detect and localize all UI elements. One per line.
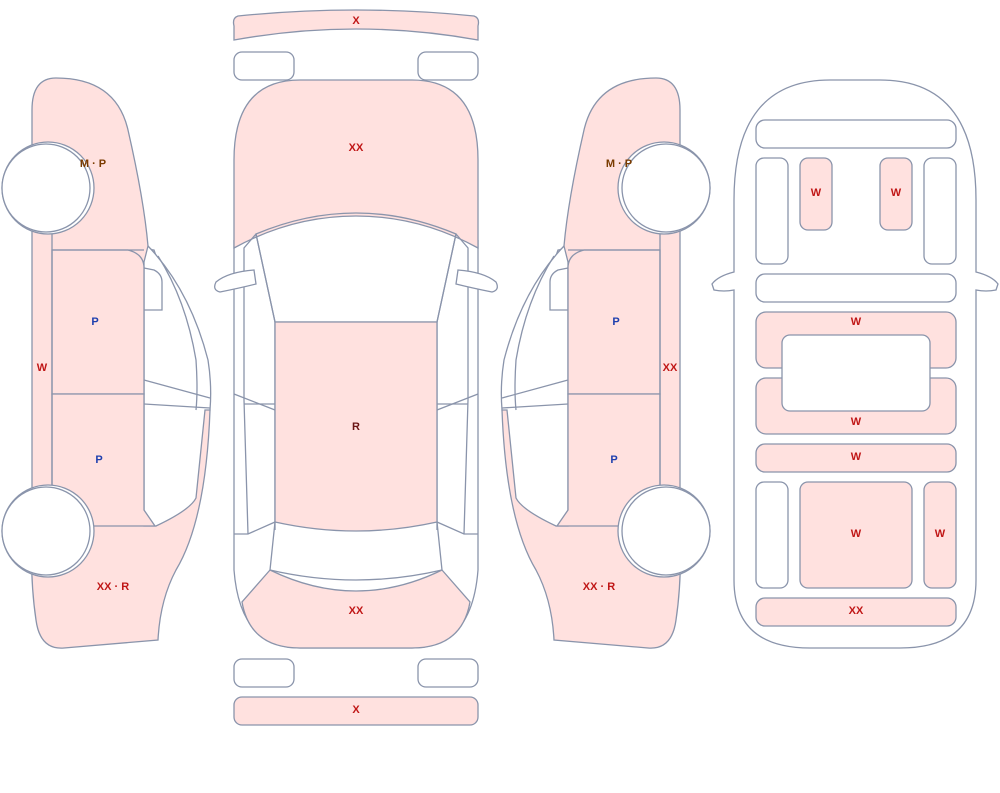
top-view: X XX R XX X xyxy=(214,9,498,726)
right-side-view: M · P P P XX XX · R xyxy=(500,77,711,649)
left-window xyxy=(143,244,212,527)
right-window-strip xyxy=(436,233,457,530)
left-pillar-bottom xyxy=(143,403,211,409)
label-under-rear-bumper: XX xyxy=(849,605,864,617)
under-center-tunnel[interactable] xyxy=(781,334,931,412)
left-window-strip xyxy=(255,233,276,530)
label-under-mid-lower: W xyxy=(851,416,862,428)
right-b-pillar xyxy=(436,393,479,411)
under-rear-center[interactable] xyxy=(799,481,913,589)
label-right-fender: M · P xyxy=(606,158,632,170)
left-a-pillar xyxy=(243,233,257,535)
under-rear-bumper[interactable] xyxy=(755,597,957,627)
under-front-panel[interactable] xyxy=(755,119,957,149)
left-side-mirror[interactable] xyxy=(143,267,163,311)
label-left-front-door: P xyxy=(91,316,98,328)
left-b-pillar xyxy=(233,393,276,411)
underside-view: W W W W W W W XX xyxy=(711,79,999,649)
front-bumper[interactable] xyxy=(232,9,480,41)
label-left-quarter: XX · R xyxy=(97,581,129,593)
right-window xyxy=(500,244,569,527)
label-trunk: XX xyxy=(349,605,364,617)
right-rear-wheel[interactable] xyxy=(621,486,711,576)
under-front-right-mount[interactable] xyxy=(879,157,913,231)
windshield xyxy=(255,212,457,323)
under-front-right-rail[interactable] xyxy=(923,157,957,265)
under-front-left-rail[interactable] xyxy=(755,157,789,265)
under-front-left-mount[interactable] xyxy=(799,157,833,231)
label-left-rocker: W xyxy=(37,362,48,374)
label-right-rocker: XX xyxy=(663,362,678,374)
rear-window xyxy=(269,521,443,581)
label-under-mid-upper: W xyxy=(851,316,862,328)
front-right-headlight[interactable] xyxy=(417,51,479,81)
label-left-rear-door: P xyxy=(95,454,102,466)
right-pillar-bottom xyxy=(501,403,569,409)
left-side-view: M · P P P W XX · R xyxy=(1,77,212,649)
left-rear-pillar xyxy=(234,521,276,535)
label-under-rear-right: W xyxy=(935,528,946,540)
label-under-rear-center: W xyxy=(851,528,862,540)
trunk[interactable] xyxy=(241,569,471,649)
under-mid-band[interactable] xyxy=(755,443,957,473)
right-side-mirror[interactable] xyxy=(549,267,569,311)
label-right-rear-door: P xyxy=(610,454,617,466)
left-mirror[interactable] xyxy=(214,269,257,293)
rear-bumper[interactable] xyxy=(233,696,479,726)
under-rear-left-rail[interactable] xyxy=(755,481,789,589)
label-rear-bumper: X xyxy=(352,704,360,716)
label-front-bumper: X xyxy=(352,15,360,27)
label-under-front-right: W xyxy=(891,187,902,199)
label-hood: XX xyxy=(349,142,364,154)
under-crossmember[interactable] xyxy=(755,273,957,303)
label-right-quarter: XX · R xyxy=(583,581,615,593)
rear-right-taillight[interactable] xyxy=(417,658,479,688)
right-front-wheel[interactable] xyxy=(621,143,711,233)
hood[interactable] xyxy=(233,79,479,250)
under-rear-right-rail[interactable] xyxy=(923,481,957,589)
label-under-mid-band: W xyxy=(851,451,862,463)
left-rear-wheel[interactable] xyxy=(1,486,91,576)
label-right-front-door: P xyxy=(612,316,619,328)
left-pillar-top xyxy=(143,379,211,399)
front-left-headlight[interactable] xyxy=(233,51,295,81)
left-front-wheel[interactable] xyxy=(1,143,91,233)
right-a-pillar xyxy=(455,233,469,535)
rear-left-taillight[interactable] xyxy=(233,658,295,688)
label-under-front-left: W xyxy=(811,187,822,199)
label-roof: R xyxy=(352,421,360,433)
right-mirror[interactable] xyxy=(455,269,498,293)
label-left-fender: M · P xyxy=(80,158,106,170)
right-rear-pillar xyxy=(436,521,478,535)
right-pillar-top xyxy=(501,379,569,399)
